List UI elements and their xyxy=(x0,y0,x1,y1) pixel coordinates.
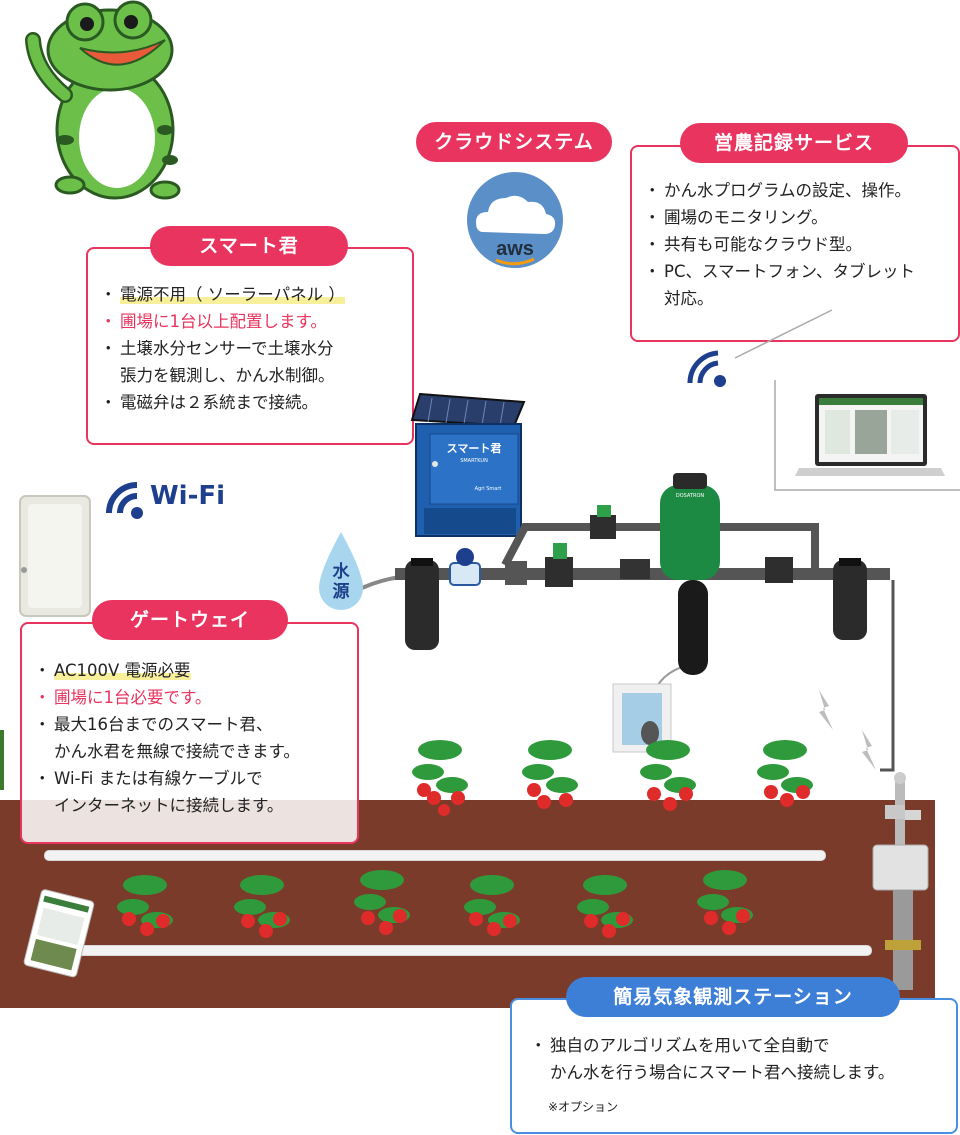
water-source-label: 水 源 xyxy=(325,562,357,602)
gateway-box: AC100V 電源必要 圃場に1台必要です。 最大16台までのスマート君、 かん… xyxy=(20,622,359,844)
laptop-icon xyxy=(795,394,945,476)
gateway-item: 最大16台までのスマート君、 xyxy=(34,711,300,738)
smartkun-box: 電源不用（ ソーラーパネル ） 圃場に1台以上配置します。 土壌水分センサーで土… xyxy=(86,247,414,445)
record-service-list: かん水プログラムの設定、操作。 圃場のモニタリング。 共有も可能なクラウド型。 … xyxy=(644,177,915,312)
smartkun-device: スマート君 SMARTKUN Agri Smart xyxy=(410,392,526,537)
weather-station-list: 独自のアルゴリズムを用いて全自動で かん水を行う場合にスマート君へ接続します。 xyxy=(530,1032,894,1086)
gateway-device xyxy=(19,495,91,617)
wireless-bolt-icon xyxy=(819,690,833,730)
tablet-icon xyxy=(23,889,95,978)
tomato-plants xyxy=(0,730,813,938)
weather-item-continued: かん水を行う場合にスマート君へ接続します。 xyxy=(550,1063,895,1082)
record-service-label: 営農記録サービス xyxy=(680,123,908,163)
gateway-item-continued: インターネットに接続します。 xyxy=(54,796,284,815)
weather-station-box: 独自のアルゴリズムを用いて全自動で かん水を行う場合にスマート君へ接続します。 … xyxy=(510,998,958,1134)
weather-station-icon xyxy=(872,772,929,990)
cloud-system-label: クラウドシステム xyxy=(416,122,612,162)
record-service-box: かん水プログラムの設定、操作。 圃場のモニタリング。 共有も可能なクラウド型。 … xyxy=(630,145,960,342)
gateway-item-continued: かん水君を無線で接続できます。 xyxy=(54,742,300,761)
gateway-item: 圃場に1台必要です。 xyxy=(34,684,300,711)
wireless-bolt-icon xyxy=(862,730,876,770)
device-brand: スマート君 xyxy=(447,442,502,455)
smartkun-list: 電源不用（ ソーラーパネル ） 圃場に1台以上配置します。 土壌水分センサーで土… xyxy=(100,281,345,416)
record-item: PC、スマートフォン、タブレット xyxy=(644,258,915,285)
gateway-item: Wi-Fi または有線ケーブルで xyxy=(34,765,300,792)
device-brand-sub: SMARTKUN xyxy=(460,458,488,464)
irrigation-system: DOSATRON xyxy=(395,473,890,675)
wifi-icon xyxy=(106,482,143,519)
record-item-continued: 対応。 xyxy=(664,289,714,308)
smartkun-item-continued: 張力を観測し、かん水制御。 xyxy=(120,366,335,385)
option-note: ※オプション xyxy=(548,1100,619,1114)
aws-logo-text: aws xyxy=(496,238,534,260)
smartkun-item: 電源不用（ ソーラーパネル ） xyxy=(100,281,345,308)
dosatron-label: DOSATRON xyxy=(676,493,705,499)
device-maker: Agri Smart xyxy=(475,486,502,492)
weather-item: 独自のアルゴリズムを用いて全自動で xyxy=(530,1032,894,1059)
gateway-list: AC100V 電源必要 圃場に1台必要です。 最大16台までのスマート君、 かん… xyxy=(34,657,300,819)
smartkun-label: スマート君 xyxy=(150,226,348,266)
smartkun-item: 土壌水分センサーで土壌水分 xyxy=(100,335,345,362)
gateway-item: AC100V 電源必要 xyxy=(34,657,300,684)
drip-line xyxy=(44,850,826,861)
frog-mascot xyxy=(25,0,181,200)
record-item: 共有も可能なクラウド型。 xyxy=(644,231,915,258)
aws-cloud-icon: aws xyxy=(467,172,563,268)
gateway-label: ゲートウェイ xyxy=(92,600,288,640)
weather-station-label: 簡易気象観測ステーション xyxy=(566,977,900,1017)
wifi-label: Wi-Fi xyxy=(150,481,226,511)
water-source-line1: 水 xyxy=(332,562,350,582)
smartkun-item: 電磁弁は２系統まで接続。 xyxy=(100,389,345,416)
record-item: 圃場のモニタリング。 xyxy=(644,204,915,231)
smartkun-item: 圃場に1台以上配置します。 xyxy=(100,308,345,335)
wifi-signal-icon xyxy=(687,350,726,387)
water-source-drop xyxy=(319,532,363,610)
record-item: かん水プログラムの設定、操作。 xyxy=(644,177,915,204)
water-source-line2: 源 xyxy=(332,582,350,602)
